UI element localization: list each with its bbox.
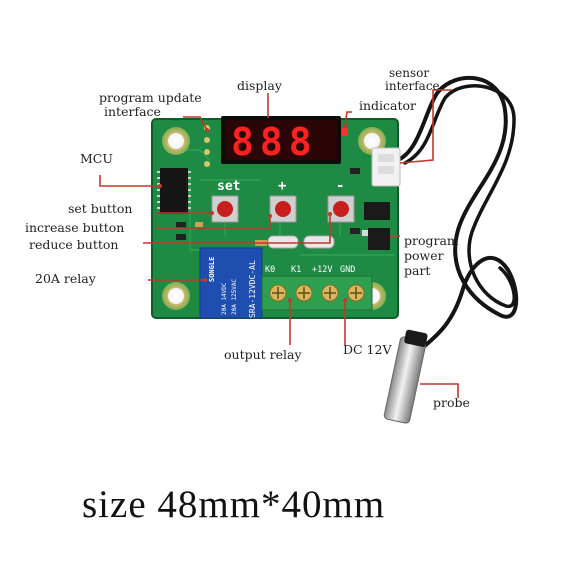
terminal-label-k0: K0 <box>265 265 275 275</box>
label-reduce-button: reduce button <box>29 237 119 252</box>
relay-rating-1: 20A 14VDC <box>221 282 228 315</box>
board-label-minus: - <box>336 178 344 194</box>
indicator-led <box>342 128 348 136</box>
probe-cable <box>396 76 519 354</box>
label-program-power-2: power <box>404 248 444 263</box>
mcu-chip <box>160 168 188 214</box>
relay-model: SRA-12VDC-AL <box>248 260 257 318</box>
label-mcu: MCU <box>80 151 113 166</box>
label-display: display <box>237 78 282 93</box>
probe <box>383 329 428 424</box>
size-caption: size 48mm*40mm <box>82 483 386 526</box>
board-label-set: set <box>217 179 240 194</box>
label-output-relay: output relay <box>224 347 302 362</box>
increase-button-part <box>269 195 297 223</box>
label-dc-12v: DC 12V <box>343 342 392 357</box>
leader-lines <box>99 89 459 398</box>
relay-brand: SONGLE <box>208 257 216 282</box>
display-digits: 888 <box>231 120 318 164</box>
set-button-part <box>211 195 239 223</box>
terminal-label-12v: +12V <box>312 265 332 275</box>
label-program-update-2: interface <box>104 104 161 119</box>
reduce-button-part <box>327 195 355 223</box>
label-program-power-3: part <box>404 263 431 278</box>
label-indicator: indicator <box>359 98 417 113</box>
terminal-label-gnd: GND <box>340 265 355 275</box>
relay-rating-2: 20A 125VAC <box>231 278 238 315</box>
board-label-plus: + <box>278 178 286 194</box>
label-sensor-2: interface <box>385 79 440 93</box>
label-20a-relay: 20A relay <box>35 271 96 286</box>
terminal-screws <box>269 284 365 302</box>
label-sensor-1: sensor <box>389 66 430 80</box>
label-program-power-1: program <box>404 233 459 248</box>
label-program-update-1: program update <box>99 90 202 105</box>
terminal-label-k1: K1 <box>291 265 301 275</box>
label-set-button: set button <box>68 201 133 216</box>
label-probe: probe <box>433 395 470 410</box>
pcb <box>151 116 401 319</box>
label-increase-button: increase button <box>25 220 125 235</box>
relay <box>199 247 263 319</box>
